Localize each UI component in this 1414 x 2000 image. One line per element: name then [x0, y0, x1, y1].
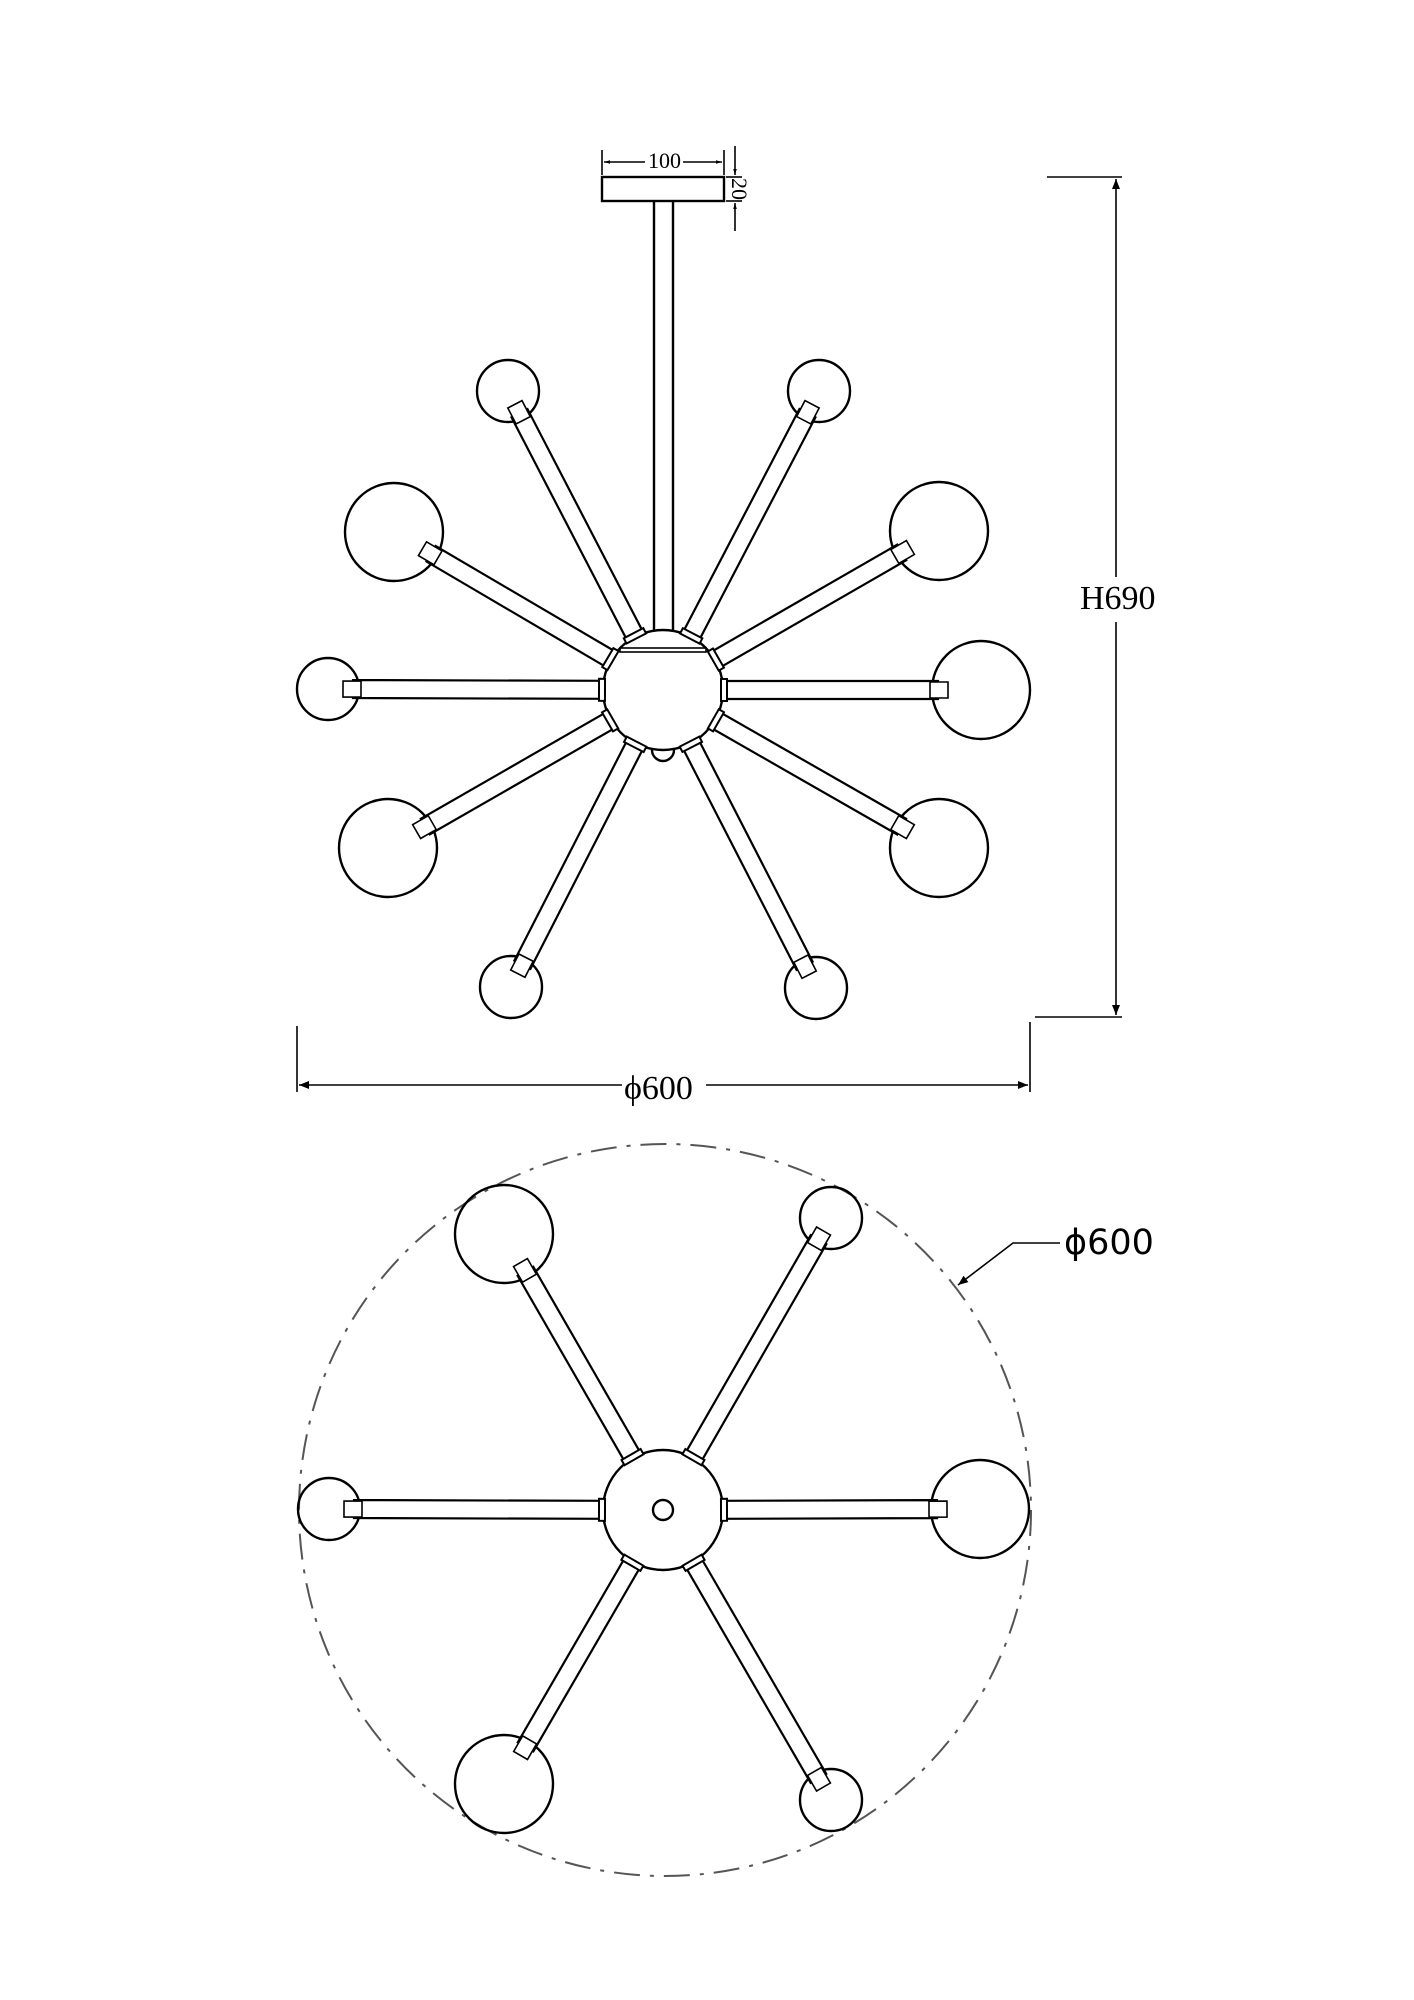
side-globes	[295, 358, 1032, 1021]
globe-socket	[512, 1257, 538, 1284]
arm-rod	[352, 1498, 609, 1520]
hub-collar	[706, 707, 726, 733]
globe-socket	[889, 539, 916, 565]
hub-collar	[619, 1553, 645, 1573]
side-view	[295, 146, 1122, 1092]
hub-collar	[622, 735, 648, 754]
top-diameter-label: ϕ600	[1064, 1223, 1154, 1263]
top-diameter-leader	[957, 1242, 1060, 1286]
globe-socket	[806, 1766, 832, 1793]
hub-collar	[678, 626, 704, 646]
hub-collar	[678, 735, 704, 754]
hub-collar	[720, 678, 728, 702]
top-hub	[601, 1448, 725, 1572]
hub-collar	[719, 1497, 729, 1522]
top-globes	[296, 1183, 1031, 1835]
arm-rod	[681, 1552, 828, 1785]
canopy-width-dimension	[601, 150, 725, 175]
globe-socket	[792, 953, 818, 980]
arm-rod	[351, 678, 609, 700]
globe-socket	[795, 399, 821, 426]
side-arms	[351, 407, 940, 972]
hub-collar	[600, 707, 620, 733]
side-diameter-label: ϕ600	[624, 1070, 693, 1107]
side-diameter-dimension	[296, 1022, 1031, 1092]
globe-lower-left-large	[337, 797, 439, 899]
hub-collar	[600, 646, 620, 672]
hub-collar	[620, 1447, 645, 1467]
globe-top-left-large	[453, 1183, 555, 1285]
hub-collar	[706, 647, 726, 672]
globe-bottom-right-small	[783, 955, 849, 1021]
globe-top-left-small	[475, 358, 541, 424]
stem	[652, 201, 675, 646]
arm-rod	[516, 1552, 645, 1753]
globe-socket	[343, 1500, 363, 1518]
globe-socket	[929, 681, 949, 699]
globe-socket	[411, 814, 438, 840]
globe-socket	[506, 399, 532, 426]
globe-top-right-small	[786, 358, 852, 424]
hub-collar	[681, 1553, 706, 1573]
globe-upper-right-large	[888, 480, 990, 582]
globe-socket	[342, 680, 362, 698]
canopy-height-dimension	[726, 146, 742, 231]
globe-upper-left-large	[343, 481, 445, 583]
canopy-plate	[600, 175, 726, 203]
arm-rod	[717, 1499, 939, 1520]
hub-finial	[650, 749, 676, 763]
hub-collar	[597, 677, 607, 702]
globe-socket	[889, 814, 916, 840]
top-view	[296, 1143, 1060, 1877]
overall-height-label: H690	[1080, 580, 1156, 617]
globe-socket	[928, 1500, 948, 1518]
outline-circle	[298, 1143, 1032, 1877]
globe-socket	[509, 952, 535, 979]
hub-sockets	[597, 1447, 729, 1573]
globe-bottom-right-small	[798, 1767, 864, 1833]
hub-collar	[597, 1497, 607, 1522]
canopy-height-label: 20	[727, 178, 752, 200]
overall-height-dimension	[1035, 176, 1122, 1018]
hub-cap-plate	[619, 647, 707, 653]
hub-collar	[622, 626, 648, 645]
globe-socket	[417, 540, 444, 566]
globe-bottom-left-large	[453, 1733, 555, 1835]
globe-socket	[512, 1734, 538, 1761]
globe-bottom-left-small	[478, 954, 544, 1020]
arm-rod	[681, 1233, 828, 1468]
arm-rod	[516, 1265, 645, 1468]
globe-lower-right-large	[888, 797, 990, 899]
canopy-width-label: 100	[648, 148, 681, 173]
globe-top-right-small	[798, 1185, 864, 1251]
hub-collar	[681, 1447, 706, 1467]
arm-rod	[717, 679, 940, 701]
top-hub-center	[651, 1498, 675, 1522]
hub-sockets	[597, 626, 728, 754]
globe-socket	[806, 1225, 832, 1252]
